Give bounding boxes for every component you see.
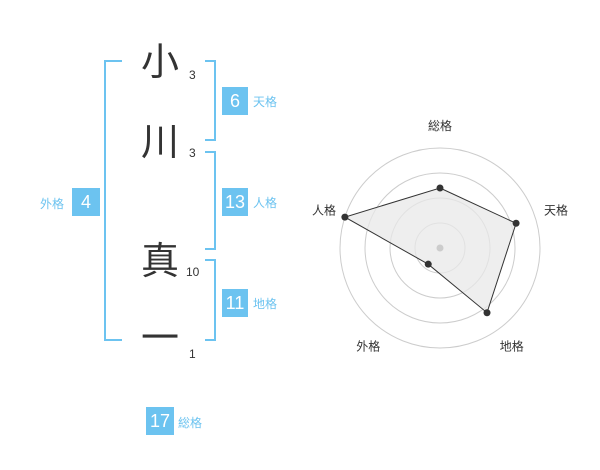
radar-axis-label: 人格 [312, 202, 336, 217]
radar-point-5 [341, 213, 349, 221]
radar-axis-label: 地格 [500, 339, 524, 354]
stroke-count-2: 3 [189, 146, 196, 160]
stroke-count-3: 10 [186, 265, 200, 279]
chikaku-bracket [205, 259, 216, 341]
soukaku-badge: 17 [146, 407, 174, 435]
radar-point-2 [512, 219, 520, 227]
radar-series-polygon [343, 187, 517, 314]
stroke-count-4: 1 [189, 347, 196, 361]
stroke-count-1: 3 [189, 68, 196, 82]
chikaku-badge: 11 [222, 289, 248, 317]
tenkaku-badge: 6 [222, 87, 248, 115]
gaikaku-bracket [104, 60, 122, 341]
jinkaku-bracket [205, 151, 216, 250]
name-char-4: 一 [140, 316, 179, 360]
name-char-3: 真 [140, 239, 179, 283]
radar-point-3 [483, 309, 491, 317]
radar-axis-label: 外格 [356, 339, 380, 354]
jinkaku-badge: 13 [222, 188, 248, 216]
radar-axis-label: 天格 [544, 202, 568, 217]
tenkaku-bracket [205, 60, 216, 141]
soukaku-label: 総格 [178, 416, 203, 430]
gaikaku-label: 外格 [40, 197, 65, 211]
name-char-1: 小 [140, 40, 179, 84]
radar-center-dot [436, 244, 444, 252]
gaikaku-badge: 4 [72, 188, 100, 216]
name-char-2: 川 [140, 120, 179, 164]
radar-grid-ring [364, 172, 516, 324]
radar-point-4 [424, 260, 432, 268]
radar-point-1 [436, 184, 444, 192]
tenkaku-label: 天格 [253, 95, 278, 109]
jinkaku-label: 人格 [253, 196, 278, 210]
radar-grid-ring [339, 147, 541, 349]
radar-axis-label: 総格 [428, 118, 452, 133]
chikaku-label: 地格 [253, 297, 278, 311]
